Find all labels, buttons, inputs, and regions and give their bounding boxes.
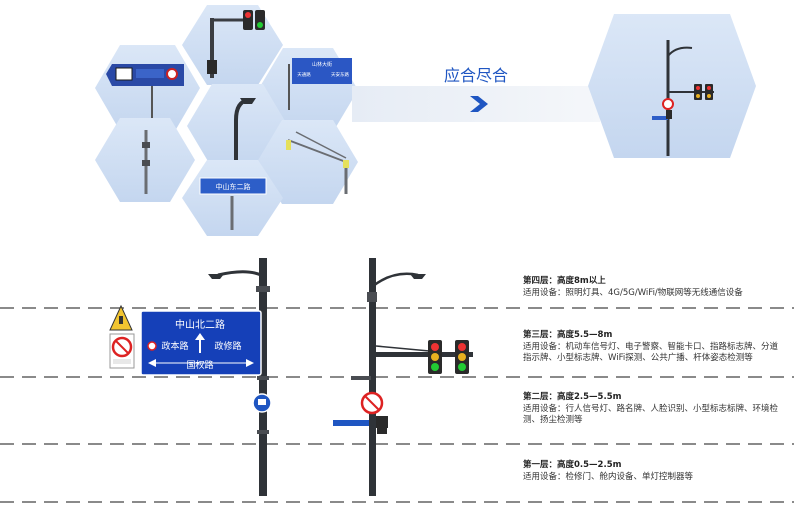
layer-4-devices: 适用设备：照明灯具、4G/5G/WiFi/物联网等无线通信设备 bbox=[523, 288, 783, 300]
layer-4-info: 第四层：高度8m以上 适用设备：照明灯具、4G/5G/WiFi/物联网等无线通信… bbox=[523, 276, 783, 299]
big-sign-title: 中山北二路 bbox=[175, 318, 225, 331]
layer-2-info: 第二层：高度2.5—5.5m 适用设备：行人信号灯、路名牌、人脸识别、小型标志标… bbox=[523, 392, 783, 427]
street-name-plate bbox=[333, 420, 369, 426]
layer-1-devices: 适用设备：检修门、舱内设备、单灯控制器等 bbox=[523, 472, 783, 484]
layer-3-info: 第三层：高度5.5—8m 适用设备：机动车信号灯、电子警察、智能卡口、指路标志牌… bbox=[523, 330, 783, 365]
layer-4-title: 第四层：高度8m以上 bbox=[523, 276, 783, 288]
traffic-light-right-a bbox=[428, 340, 442, 374]
big-sign-bottom: 国权路 bbox=[186, 359, 213, 371]
layer-1-title: 第一层：高度0.5—2.5m bbox=[523, 460, 783, 472]
result-hex bbox=[588, 14, 756, 158]
layer-3-title: 第三层：高度5.5—8m bbox=[523, 330, 783, 342]
direction-sign-top-text: 山林大街 bbox=[312, 61, 332, 68]
traffic-light-right-b bbox=[455, 340, 469, 374]
layer-3-devices: 适用设备：机动车信号灯、电子警察、智能卡口、指路标志牌、分道指示牌、小型标志牌、… bbox=[523, 342, 783, 365]
pedestrian-signal-icon bbox=[376, 416, 388, 434]
merge-label: 应合尽合 bbox=[444, 66, 508, 85]
direction-sign-left-text: 天通路 bbox=[297, 71, 311, 78]
hex-cluster: 山林大街 天通路 天安东路 中山东二路 bbox=[95, 5, 358, 236]
hex-traffic-light bbox=[182, 5, 283, 85]
street-name-sign-text: 中山东二路 bbox=[216, 182, 251, 191]
big-direction-sign: 中山北二路 政本路 政修路 国权路 bbox=[141, 311, 261, 375]
layer-1-info: 第一层：高度0.5—2.5m 适用设备：检修门、舱内设备、单灯控制器等 bbox=[523, 460, 783, 483]
layer-2-title: 第二层：高度2.5—5.5m bbox=[523, 392, 783, 404]
big-sign-left: 政本路 bbox=[161, 340, 188, 352]
layer-2-devices: 适用设备：行人信号灯、路名牌、人脸识别、小型标志标牌、环境检测、扬尘检测等 bbox=[523, 404, 783, 427]
flow-band bbox=[352, 86, 600, 122]
direction-sign-right-text: 天安东路 bbox=[331, 71, 349, 78]
big-sign-right: 政修路 bbox=[214, 340, 241, 352]
